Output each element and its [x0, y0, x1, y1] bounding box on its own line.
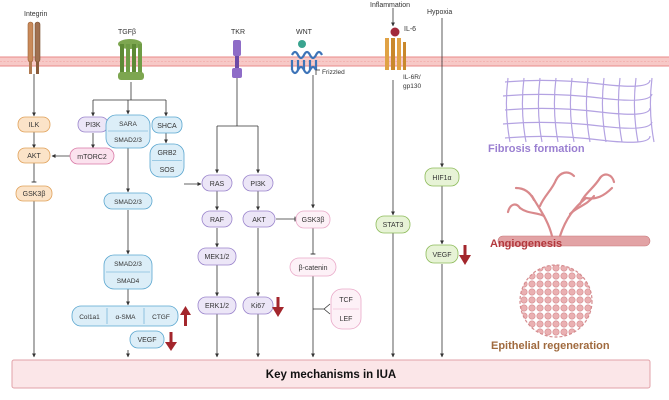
down-arrow-icon: [165, 332, 177, 351]
svg-text:AKT: AKT: [252, 217, 266, 224]
node-smad4: SMAD4: [117, 278, 140, 285]
pathway-arrows: [31, 8, 444, 358]
tkr-label: TKR: [231, 29, 245, 36]
node-lef: LEF: [340, 316, 353, 323]
node-vegf-tgf: VEGF: [129, 330, 165, 349]
fibrosis-mesh-icon: [502, 77, 655, 143]
svg-text:mTORC2: mTORC2: [77, 154, 107, 161]
node-hif1a: HIF1α: [424, 167, 460, 187]
node-erk: ERK1/2: [197, 296, 237, 315]
svg-text:HIF1α: HIF1α: [432, 175, 451, 182]
svg-text:PI3K: PI3K: [250, 181, 266, 188]
svg-text:AKT: AKT: [27, 153, 41, 160]
node-raf: RAF: [201, 210, 233, 228]
tgfb-label: TGFβ: [118, 29, 136, 36]
node-ras: RAS: [201, 174, 233, 192]
node-grb2-sos: GRB2 SOS: [149, 143, 185, 178]
node-grb2: GRB2: [157, 150, 176, 157]
node-vegf-hif: VEGF: [425, 244, 459, 264]
integrin-receptor-icon: [27, 21, 41, 74]
il6-label: IL-6: [404, 26, 416, 33]
node-pi3k-tgf: PI3K: [77, 116, 109, 133]
node-gsk3b-wnt: GSK3β: [295, 210, 331, 229]
node-smad23-smad4: SMAD2/3 SMAD4: [103, 254, 153, 290]
node-stat3: STAT3: [375, 215, 411, 234]
svg-text:SHCA: SHCA: [157, 123, 177, 130]
wnt-label: WNT: [296, 29, 313, 36]
node-ki67: Ki67: [242, 296, 274, 315]
svg-text:ERK1/2: ERK1/2: [205, 303, 229, 310]
node-smad23-low: SMAD2/3: [114, 261, 142, 268]
inflammation-label: Inflammation: [370, 2, 410, 9]
angiogenesis-label: Angiogenesis: [490, 238, 562, 250]
fibrosis-label: Fibrosis formation: [488, 143, 585, 155]
node-mek: MEK1/2: [197, 247, 237, 266]
node-smad23-mid: SMAD2/3: [103, 192, 153, 210]
node-sara: SARA: [119, 121, 137, 128]
tkr-receptor-icon: [232, 40, 242, 78]
node-output-genes: Col1a1 α-SMA CTGF: [71, 305, 179, 327]
svg-text:SMAD2/3: SMAD2/3: [114, 199, 142, 206]
il6r-label-line2: gp130: [403, 83, 421, 90]
svg-text:β-catenin: β-catenin: [299, 265, 328, 272]
svg-text:GSK3β: GSK3β: [23, 191, 46, 198]
tgfb-receptor-icon: [118, 39, 144, 80]
epithelial-cluster-icon: [519, 264, 593, 338]
svg-text:RAS: RAS: [210, 181, 225, 188]
svg-text:ILK: ILK: [29, 122, 40, 129]
node-smad23-top: SMAD2/3: [114, 137, 142, 144]
svg-text:Ki67: Ki67: [251, 303, 265, 310]
node-tcf-lef: TCF LEF: [330, 288, 362, 330]
node-ilk: ILK: [17, 116, 51, 133]
node-bcatenin: β-catenin: [289, 257, 337, 277]
il6r-receptor-icon: [385, 27, 406, 70]
node-sara-smad23: SARA SMAD2/3: [105, 114, 151, 149]
node-akt-left: AKT: [17, 147, 51, 164]
hypoxia-label: Hypoxia: [427, 9, 452, 16]
node-shca: SHCA: [151, 116, 183, 134]
svg-text:PI3K: PI3K: [85, 122, 101, 129]
node-pi3k-tkr: PI3K: [242, 174, 274, 192]
up-arrow-icon: [180, 306, 191, 326]
frizzled-label: Frizzled: [322, 69, 345, 76]
down-arrow-icon: [272, 297, 284, 317]
key-mechanisms-banner: Key mechanisms in IUA: [11, 359, 651, 389]
il6r-label-line1: IL-6R/: [403, 74, 421, 81]
cell-membrane: [0, 56, 669, 67]
svg-text:STAT3: STAT3: [383, 222, 404, 229]
node-akt-tkr: AKT: [242, 210, 276, 228]
node-mtorc2: mTORC2: [69, 147, 115, 165]
epithelial-label: Epithelial regeneration: [491, 340, 610, 352]
banner-title: Key mechanisms in IUA: [266, 369, 396, 381]
svg-text:GSK3β: GSK3β: [302, 217, 325, 224]
node-ctgf: CTGF: [152, 314, 170, 321]
frizzled-receptor-icon: [290, 40, 323, 75]
svg-text:RAF: RAF: [210, 217, 224, 224]
svg-text:MEK1/2: MEK1/2: [205, 254, 230, 261]
node-asma: α-SMA: [115, 314, 136, 321]
integrin-label: Integrin: [24, 11, 47, 18]
node-col1a1: Col1a1: [79, 314, 100, 321]
node-sos: SOS: [160, 167, 175, 174]
svg-text:VEGF: VEGF: [137, 337, 156, 344]
node-tcf: TCF: [339, 297, 353, 304]
down-arrow-icon: [459, 245, 471, 265]
angiogenesis-vessel-icon: [497, 171, 651, 247]
node-gsk3b-left: GSK3β: [15, 185, 53, 202]
svg-text:VEGF: VEGF: [432, 252, 451, 259]
